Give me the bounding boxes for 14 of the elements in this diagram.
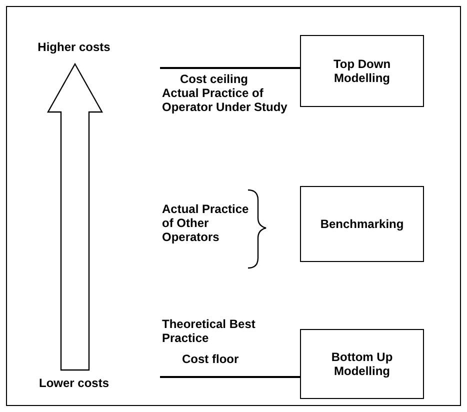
- annotation-text: Actual Practice of Operator Under Study: [162, 86, 288, 114]
- box-label: Bottom Up Modelling: [330, 350, 394, 378]
- annotation-text: Theoretical Best Practice: [162, 317, 256, 345]
- process-box: [300, 35, 424, 107]
- annotation-text: Lower costs: [38, 376, 110, 390]
- edge-label: Cost floor: [182, 352, 239, 366]
- edge-label: Cost ceiling: [180, 72, 248, 86]
- box-label: Benchmarking: [320, 217, 404, 231]
- process-box: [300, 329, 424, 399]
- connector-line: [160, 376, 300, 378]
- annotation-text: Higher costs: [36, 40, 112, 54]
- annotation-text: Actual Practice of Other Operators: [162, 202, 250, 244]
- process-box: [300, 186, 424, 262]
- box-label: Top Down Modelling: [332, 57, 392, 85]
